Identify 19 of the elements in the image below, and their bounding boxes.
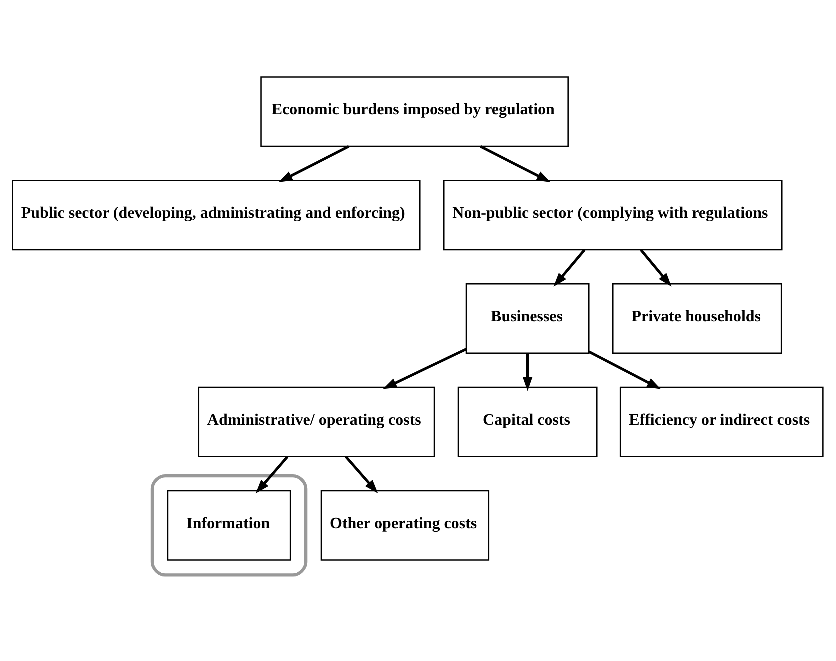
- node-box: Economic burdens imposed by regulation: [260, 76, 569, 148]
- arrow: [345, 456, 378, 494]
- node-box: Other operating costs: [320, 490, 490, 561]
- node-box: Capital costs: [458, 386, 598, 458]
- arrow: [588, 350, 662, 390]
- arrow: [278, 145, 350, 182]
- arrow: [554, 249, 586, 287]
- node-box: Private households: [612, 283, 782, 354]
- arrow: [640, 249, 672, 287]
- node-box: Businesses: [466, 283, 590, 354]
- node-box: Public sector (developing, administrating and enforcing): [12, 180, 421, 251]
- node-box: Efficiency or indirect costs: [620, 386, 824, 458]
- arrow: [522, 354, 533, 392]
- cluster: [150, 474, 308, 577]
- node-box: Non-public sector (complying with regulations: [443, 180, 783, 251]
- arrow: [383, 348, 468, 390]
- arrow: [480, 145, 551, 182]
- node-box: Information: [167, 490, 292, 561]
- node-box: Administrative/ operating costs: [198, 386, 436, 458]
